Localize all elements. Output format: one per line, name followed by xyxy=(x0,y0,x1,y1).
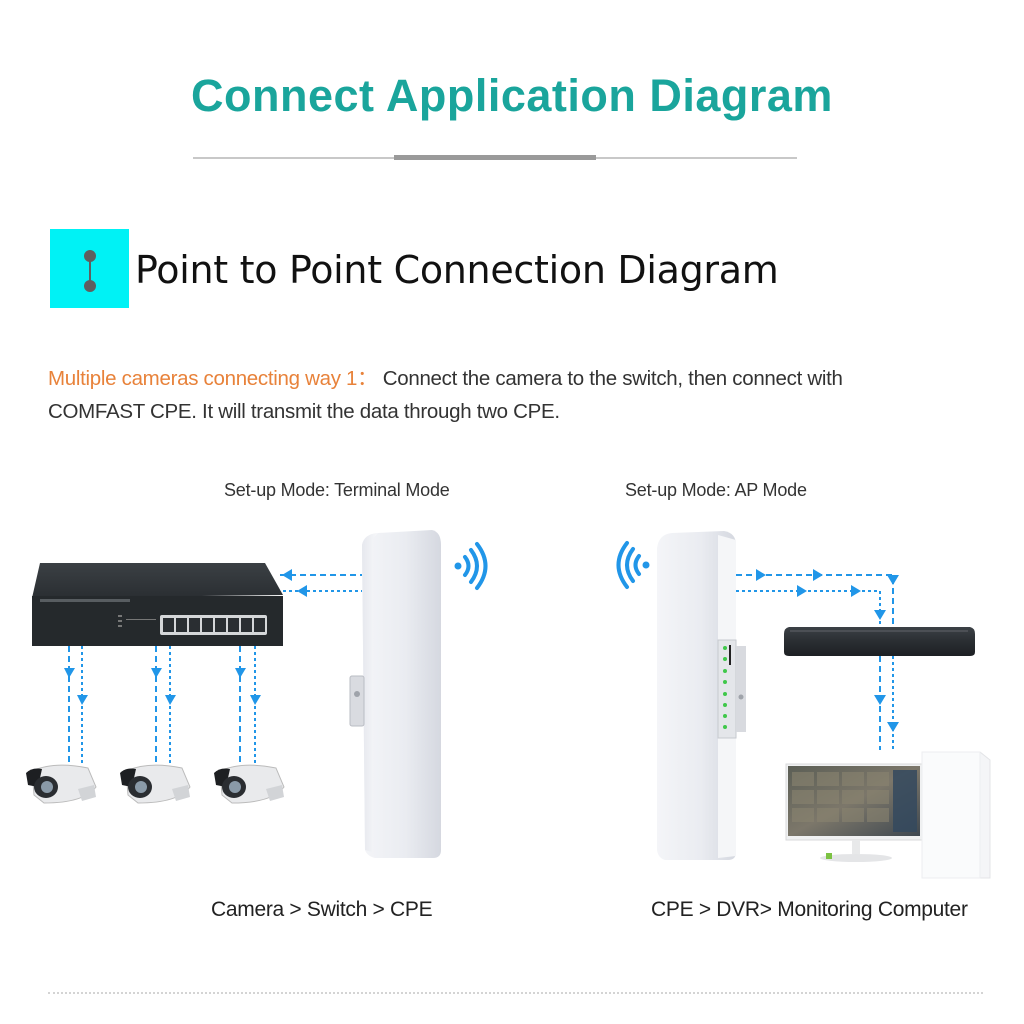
right-mode-label: Set-up Mode: AP Mode xyxy=(625,480,807,500)
camera-1 xyxy=(26,764,97,804)
camera-2 xyxy=(120,764,191,804)
left-arrow-icons xyxy=(282,569,307,597)
cpe-device-right xyxy=(657,531,746,860)
left-caption: Camera > Switch > CPE xyxy=(211,898,433,921)
cpe-dvr-links xyxy=(736,574,894,633)
section-title: Point to Point Connection Diagram xyxy=(135,248,779,292)
point-to-point-icon xyxy=(84,250,96,292)
down-arrow-icons-right xyxy=(874,695,899,732)
right-caption: CPE > DVR> Monitoring Computer xyxy=(651,898,968,921)
description-text-line2: COMFAST CPE. It will transmit the data t… xyxy=(48,400,560,423)
description-accent-label: Multiple cameras connecting way 1： xyxy=(48,367,378,390)
left-mode-label: Set-up Mode: Terminal Mode xyxy=(224,480,450,500)
page-title: Connect Application Diagram xyxy=(191,70,833,121)
wifi-signal-right-icon xyxy=(454,542,488,590)
bottom-divider xyxy=(48,992,983,994)
dvr-computer-links xyxy=(879,656,894,750)
cpe-device-left xyxy=(349,530,441,858)
down-arrow-icons xyxy=(64,668,261,705)
monitoring-monitor xyxy=(785,763,923,862)
dvr-device xyxy=(784,627,975,656)
title-divider-accent xyxy=(394,155,596,160)
cpe-switch-links xyxy=(280,574,362,592)
camera-3 xyxy=(214,764,285,804)
wifi-signal-left-icon xyxy=(616,541,650,589)
right-arrow-icons xyxy=(756,569,899,620)
description-text-line1: Connect the camera to the switch, then c… xyxy=(377,367,843,390)
network-switch xyxy=(32,563,283,646)
section-badge xyxy=(50,229,129,308)
description: Multiple cameras connecting way 1： Conne… xyxy=(48,362,988,428)
pc-tower xyxy=(921,751,991,879)
switch-camera-links xyxy=(68,646,256,766)
